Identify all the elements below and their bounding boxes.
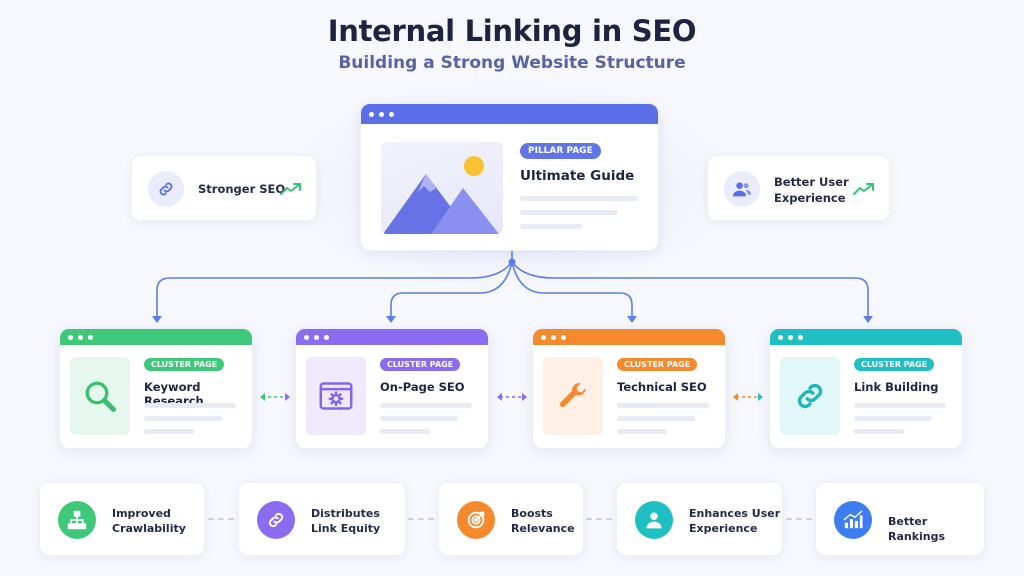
cluster-card-link-building: CLUSTER PAGE Link Building bbox=[769, 328, 963, 449]
mountain-image-icon bbox=[381, 142, 503, 234]
cluster-badge: CLUSTER PAGE bbox=[380, 358, 461, 371]
trend-up-icon bbox=[853, 183, 874, 195]
page-subtitle: Building a Strong Website Structure bbox=[338, 53, 686, 73]
benefit-line2: Crawlability bbox=[112, 522, 186, 535]
benefit-line2: Link Equity bbox=[311, 522, 381, 535]
benefit-separator bbox=[408, 518, 434, 520]
benefit-line1: Boosts bbox=[511, 507, 553, 520]
better-user-label-line2: Experience bbox=[774, 191, 846, 205]
cluster-badge: CLUSTER PAGE bbox=[854, 358, 935, 371]
bar-chart-icon bbox=[834, 501, 872, 539]
page-title: Internal Linking in SEO bbox=[327, 14, 697, 48]
user-icon bbox=[635, 501, 673, 539]
magnifier-icon bbox=[70, 357, 130, 435]
connector-to-technical-seo bbox=[511, 261, 633, 318]
cluster-badge: CLUSTER PAGE bbox=[144, 358, 225, 371]
cluster-title: Technical SEO bbox=[617, 380, 707, 394]
benefit-better-rankings: Better Rankings bbox=[815, 482, 985, 556]
benefit-boosts-relevance: Boosts Relevance bbox=[438, 482, 584, 556]
users-icon bbox=[724, 171, 760, 207]
benefit-separator bbox=[586, 518, 612, 520]
cluster-badge: CLUSTER PAGE bbox=[617, 358, 698, 371]
benefit-separator bbox=[786, 518, 812, 520]
wrench-icon bbox=[543, 357, 603, 435]
connector-to-link-building bbox=[511, 261, 869, 318]
benefit-line1: Distributes bbox=[311, 507, 380, 520]
chain-link-icon bbox=[780, 357, 840, 435]
benefit-enhances-user-experience: Enhances User Experience bbox=[616, 482, 783, 556]
connector-to-on-page-seo bbox=[390, 261, 513, 318]
cluster-title: On-Page SEO bbox=[380, 380, 465, 394]
connector-to-keyword-research bbox=[156, 261, 513, 318]
browser-gear-icon bbox=[306, 357, 366, 435]
benefit-line1: Improved bbox=[112, 507, 171, 520]
pillar-page-badge: PILLAR PAGE bbox=[520, 143, 601, 159]
sitemap-icon bbox=[58, 501, 96, 539]
trend-up-icon bbox=[280, 183, 301, 195]
pillar-page-card: PILLAR PAGE Ultimate Guide bbox=[360, 103, 659, 251]
cluster-card-technical-seo: CLUSTER PAGE Technical SEO bbox=[532, 328, 726, 449]
benefit-line2: Experience bbox=[689, 522, 758, 535]
benefit-separator bbox=[208, 518, 234, 520]
benefit-line2: Relevance bbox=[511, 522, 575, 535]
benefit-line1: Enhances User bbox=[689, 507, 781, 520]
better-user-label-line1: Better User bbox=[774, 175, 849, 189]
cluster-card-on-page-seo: CLUSTER PAGE On-Page SEO bbox=[295, 328, 489, 449]
benefit-improved-crawlability: Improved Crawlability bbox=[39, 482, 205, 556]
better-user-experience-card: Better User Experience bbox=[707, 155, 890, 221]
target-icon bbox=[457, 501, 495, 539]
window-titlebar bbox=[361, 104, 658, 124]
link-icon bbox=[148, 171, 184, 207]
cluster-card-keyword-research: CLUSTER PAGE Keyword Research bbox=[59, 328, 253, 449]
stronger-seo-label: Stronger SEO bbox=[198, 182, 286, 196]
benefit-line1: Better Rankings bbox=[888, 515, 946, 543]
benefit-distributes-link-equity: Distributes Link Equity bbox=[238, 482, 406, 556]
cluster-title: Link Building bbox=[854, 380, 939, 394]
link-icon bbox=[257, 501, 295, 539]
pillar-page-title: Ultimate Guide bbox=[520, 168, 635, 184]
stronger-seo-card: Stronger SEO bbox=[131, 155, 317, 221]
